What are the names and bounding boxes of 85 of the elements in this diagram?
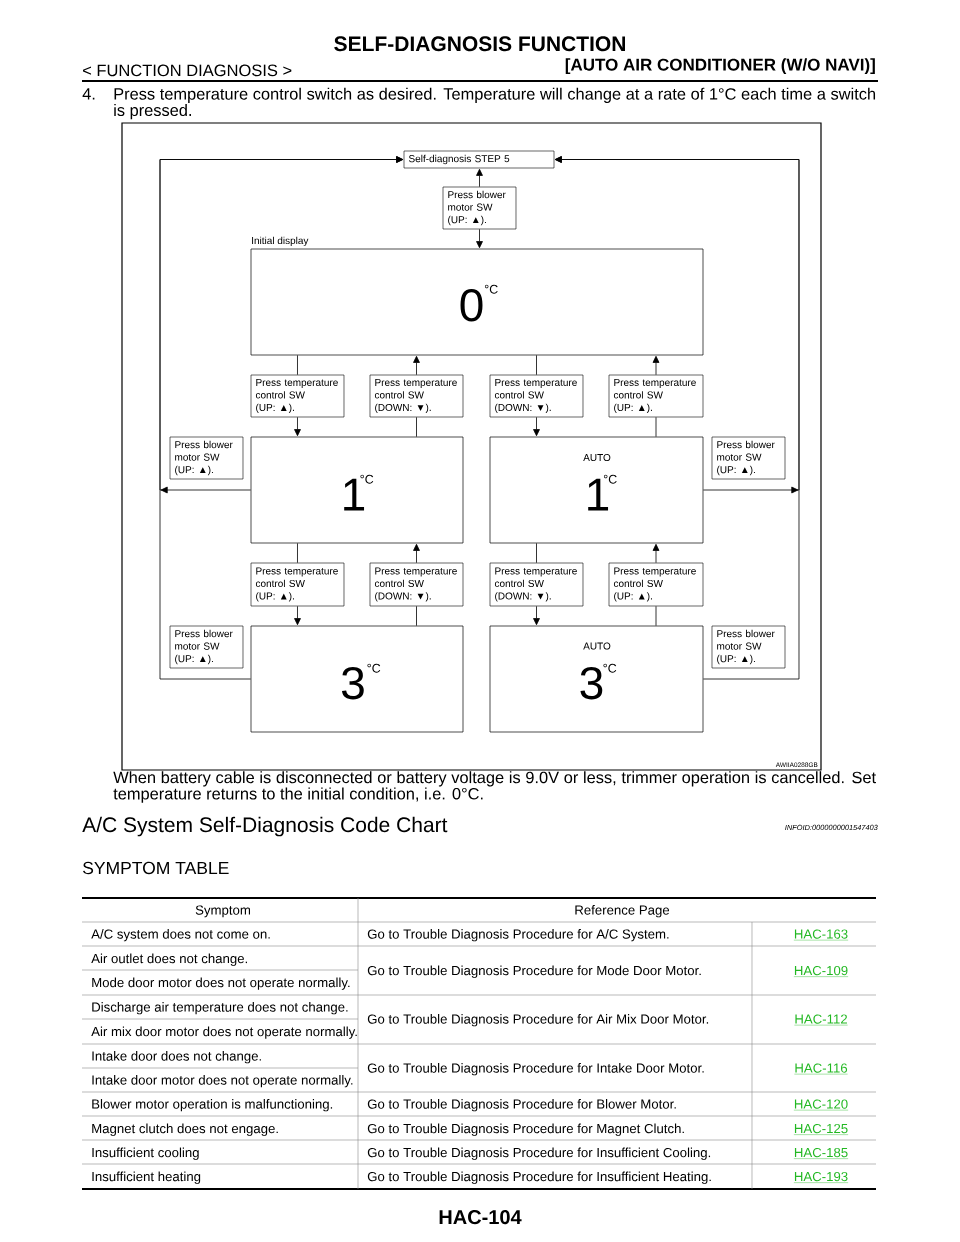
page-number: HAC-104 bbox=[439, 1210, 522, 1225]
arrow bbox=[476, 228, 483, 249]
table-title: SYMPTOM TABLE bbox=[83, 861, 229, 875]
connector-line bbox=[655, 605, 657, 627]
table-cell: Blower motor operation is malfunctioning. bbox=[92, 1099, 333, 1112]
arrow bbox=[159, 156, 404, 680]
table-cell: Discharge air temperature does not change. bbox=[92, 1002, 348, 1015]
display-digit: 3 bbox=[341, 666, 364, 700]
table-cell: Insufficient cooling bbox=[92, 1147, 199, 1160]
arrow bbox=[294, 416, 301, 437]
panel-heading: Initial display bbox=[252, 236, 309, 247]
display-digit: 0 bbox=[460, 288, 483, 322]
instruction-box: Press temperature control SW (DOWN: ▼). bbox=[369, 562, 464, 607]
table-cell: Go to Trouble Diagnosis Procedure for Insufficient Cooling. bbox=[367, 1147, 711, 1160]
arrow bbox=[413, 543, 420, 564]
page-link: HAC-112 bbox=[794, 1014, 848, 1026]
unit-label: °C bbox=[603, 663, 617, 673]
section-heading: A/C System Self-Diagnosis Code Chart bbox=[82, 816, 448, 837]
running-header: < FUNCTION DIAGNOSIS > bbox=[83, 64, 292, 77]
connector-line bbox=[536, 354, 537, 376]
table-cell: Intake door motor does not operate normally. bbox=[92, 1075, 353, 1088]
table-cell: Go to Trouble Diagnosis Procedure for Insufficient Heating. bbox=[367, 1171, 711, 1184]
table-cell: Air mix door motor does not operate normally. bbox=[91, 1026, 357, 1039]
connector-line bbox=[655, 416, 657, 438]
display-panel bbox=[489, 625, 704, 733]
arrow bbox=[294, 605, 301, 626]
table-cell: A/C system does not come on. bbox=[91, 929, 270, 942]
arrow bbox=[533, 416, 540, 437]
unit-label: °C bbox=[484, 284, 498, 294]
connector-line bbox=[297, 354, 298, 376]
table-cell: Go to Trouble Diagnosis Procedure for Air Mix Door Motor. bbox=[367, 1014, 709, 1027]
instruction-box: Press blower motor SW (UP: ▲). bbox=[711, 436, 786, 480]
arrow bbox=[652, 543, 660, 564]
display-panel bbox=[250, 436, 464, 544]
connector-line bbox=[297, 542, 298, 564]
instruction-box: Press temperature control SW (UP: ▲). bbox=[250, 374, 345, 418]
instruction-box: Press temperature control SW (DOWN: ▼). bbox=[489, 562, 584, 607]
arrow bbox=[413, 355, 420, 376]
connector-line bbox=[416, 416, 417, 438]
instruction-box: Press blower motor SW (UP: ▲). bbox=[442, 186, 517, 230]
instruction-text: Press temperature control switch as desired. Temperature will change at a rate of 1°C each time a switch is pressed. bbox=[114, 87, 876, 120]
instruction-box: Press temperature control SW (DOWN: ▼). bbox=[489, 374, 584, 418]
page-link: HAC-185 bbox=[793, 1147, 849, 1159]
table-cell: Go to Trouble Diagnosis Procedure for Blower Motor. bbox=[367, 1099, 676, 1112]
connector-line bbox=[536, 542, 537, 564]
table-cell: Insufficient heating bbox=[92, 1171, 201, 1184]
mode-label: AUTO bbox=[583, 642, 611, 650]
page-title: SELF-DIAGNOSIS FUNCTION bbox=[334, 36, 625, 52]
page-link: HAC-193 bbox=[793, 1171, 849, 1183]
arrow bbox=[476, 168, 483, 188]
table-cell: Go to Trouble Diagnosis Procedure for Intake Door Motor. bbox=[367, 1063, 704, 1076]
step-number: 4. bbox=[82, 88, 95, 100]
instruction-box: Press temperature control SW (UP: ▲). bbox=[608, 374, 704, 418]
table-cell: Magnet clutch does not engage. bbox=[92, 1123, 278, 1136]
page-link: HAC-116 bbox=[794, 1063, 848, 1075]
step-box: Self-diagnosis STEP 5 bbox=[403, 150, 555, 169]
note-text: When battery cable is disconnected or battery voltage is 9.0V or less, trimmer operation is cancelled. Set temperature returns to the initial condition, i.e. 0°C. bbox=[113, 771, 876, 803]
mode-label: AUTO bbox=[583, 454, 611, 462]
table-cell: Mode door motor does not operate normally. bbox=[92, 977, 350, 990]
display-panel bbox=[489, 436, 704, 544]
running-header: [AUTO AIR CONDITIONER (W/O NAVI)] bbox=[565, 58, 875, 75]
column-header: Reference Page bbox=[575, 905, 670, 918]
instruction-box: Press blower motor SW (UP: ▲). bbox=[711, 625, 786, 669]
page-link: HAC-163 bbox=[793, 929, 849, 941]
column-header: Symptom bbox=[195, 905, 250, 918]
table-cell: Intake door does not change. bbox=[92, 1051, 261, 1064]
page-link: HAC-109 bbox=[793, 965, 849, 977]
arrow bbox=[652, 355, 660, 376]
arrow bbox=[554, 156, 800, 680]
connector-line bbox=[416, 605, 417, 627]
page-link: HAC-120 bbox=[793, 1099, 849, 1111]
unit-label: °C bbox=[367, 663, 381, 673]
page-link: HAC-125 bbox=[793, 1123, 849, 1135]
table-cell: Go to Trouble Diagnosis Procedure for A/C System. bbox=[367, 929, 669, 942]
instruction-box: Press blower motor SW (UP: ▲). bbox=[169, 625, 244, 669]
table-cell: Air outlet does not change. bbox=[91, 953, 247, 966]
instruction-box: Press blower motor SW (UP: ▲). bbox=[169, 436, 244, 480]
table-cell: Go to Trouble Diagnosis Procedure for Mode Door Motor. bbox=[367, 965, 701, 978]
display-digit: 3 bbox=[580, 666, 603, 700]
display-panel bbox=[250, 625, 464, 733]
instruction-box: Press temperature control SW (UP: ▲). bbox=[250, 562, 345, 607]
instruction-box: Press temperature control SW (UP: ▲). bbox=[608, 562, 704, 607]
instruction-box: Press temperature control SW (DOWN: ▼). bbox=[369, 374, 464, 418]
arrow bbox=[533, 605, 540, 626]
table-cell: Go to Trouble Diagnosis Procedure for Magnet Clutch. bbox=[367, 1123, 684, 1136]
